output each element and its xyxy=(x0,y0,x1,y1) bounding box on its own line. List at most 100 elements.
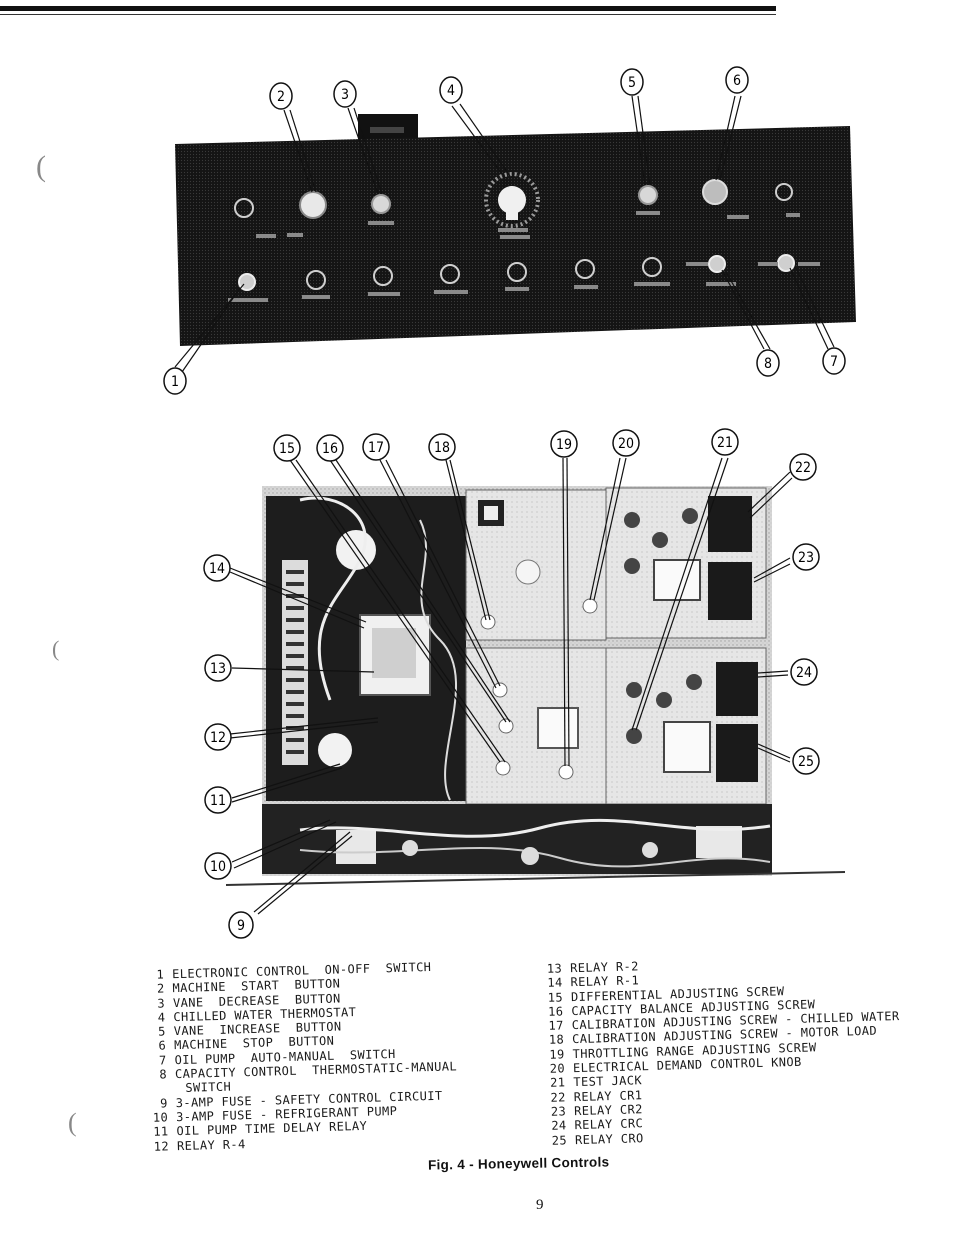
callout-label: 1 xyxy=(171,374,179,390)
label-mark xyxy=(287,233,303,237)
label-mark xyxy=(228,298,268,302)
capacity-control-switch xyxy=(708,255,726,273)
gauge-light xyxy=(642,257,662,277)
callout-label: 5 xyxy=(628,75,636,91)
label-mark xyxy=(302,295,330,299)
gauge-light xyxy=(575,259,595,279)
oil-pump-switch xyxy=(777,254,795,272)
callout-13: 13 xyxy=(204,654,232,682)
machine-light xyxy=(234,198,254,218)
callout-label: 21 xyxy=(717,435,733,451)
callout-3: 3 xyxy=(333,80,357,108)
internal-panel-photo xyxy=(225,486,846,886)
callout-label: 13 xyxy=(210,661,226,677)
callout-12: 12 xyxy=(204,723,232,751)
label-mark xyxy=(574,285,598,289)
label-mark xyxy=(500,235,530,239)
callout-label: 14 xyxy=(209,561,225,577)
callout-17: 17 xyxy=(362,433,390,461)
callout-4: 4 xyxy=(439,76,463,104)
callout-label: 3 xyxy=(341,87,349,103)
callout-label: 23 xyxy=(798,550,814,566)
callout-2: 2 xyxy=(269,82,293,110)
margin-mark: ( xyxy=(52,636,60,661)
label-mark xyxy=(727,215,749,219)
callout-9: 9 xyxy=(228,911,254,939)
callouts: 1 2 3 4 5 6 7 8 9 10 11 12 13 14 15 16 1… xyxy=(163,66,846,939)
callout-11: 11 xyxy=(204,786,232,814)
callout-label: 11 xyxy=(210,793,226,809)
callout-label: 25 xyxy=(798,754,814,770)
label-mark xyxy=(498,228,528,232)
vane-decrease-button xyxy=(371,194,391,214)
front-panel-photo xyxy=(175,114,856,346)
callout-label: 20 xyxy=(618,436,634,452)
margin-mark: ( xyxy=(68,1108,77,1137)
gauge-light xyxy=(507,262,527,282)
callout-22: 22 xyxy=(789,453,817,481)
label-mark xyxy=(686,262,708,266)
callout-20: 20 xyxy=(612,429,640,457)
label-mark xyxy=(634,282,670,286)
callout-25: 25 xyxy=(792,747,820,775)
callout-18: 18 xyxy=(428,433,456,461)
callout-label: 24 xyxy=(796,665,812,681)
gauge-light xyxy=(306,270,326,290)
callout-label: 7 xyxy=(830,354,838,370)
callout-5: 5 xyxy=(620,68,644,96)
vane-increase-button xyxy=(638,185,658,205)
callout-label: 17 xyxy=(368,440,384,456)
callout-10: 10 xyxy=(204,852,232,880)
callout-label: 10 xyxy=(210,859,226,875)
label-mark xyxy=(706,282,736,286)
label-mark xyxy=(368,221,394,225)
lower-leader-lines xyxy=(229,457,793,915)
label-mark xyxy=(256,234,276,238)
callout-label: 12 xyxy=(210,730,226,746)
label-mark xyxy=(505,287,529,291)
thermostat-pointer xyxy=(506,200,518,220)
callout-6: 6 xyxy=(725,66,749,94)
callout-label: 6 xyxy=(733,73,741,89)
top-rule-thin xyxy=(0,14,776,15)
margin-mark: ( xyxy=(36,150,46,183)
callout-16: 16 xyxy=(316,434,344,462)
callout-15: 15 xyxy=(273,434,301,462)
callout-label: 19 xyxy=(556,437,572,453)
callout-21: 21 xyxy=(711,428,739,456)
callout-19: 19 xyxy=(550,430,578,458)
machine-start-button xyxy=(299,191,327,219)
panel-tab-label xyxy=(370,127,404,133)
stop-light xyxy=(775,183,793,201)
callout-24: 24 xyxy=(790,658,818,686)
callout-label: 8 xyxy=(764,356,772,372)
label-mark xyxy=(798,262,820,266)
callout-1: 1 xyxy=(163,367,187,395)
callout-23: 23 xyxy=(792,543,820,571)
label-mark xyxy=(786,213,800,217)
gauge-light xyxy=(440,264,460,284)
callout-label: 15 xyxy=(279,441,295,457)
page-number: 9 xyxy=(536,1197,544,1213)
thermostat-dial xyxy=(484,172,540,228)
top-rule xyxy=(0,6,776,11)
gauge-light xyxy=(373,266,393,286)
figure-caption: Fig. 4 - Honeywell Controls xyxy=(427,1154,610,1173)
label-mark xyxy=(368,292,400,296)
callout-label: 22 xyxy=(795,460,811,476)
callout-8: 8 xyxy=(756,349,780,377)
callout-label: 9 xyxy=(237,918,245,934)
machine-stop-button xyxy=(702,179,728,205)
callout-7: 7 xyxy=(822,347,846,375)
upper-leader-lines xyxy=(174,95,835,373)
callout-label: 2 xyxy=(277,89,285,105)
label-mark xyxy=(758,262,778,266)
callout-label: 4 xyxy=(447,83,455,99)
callout-14: 14 xyxy=(203,554,231,582)
label-mark xyxy=(636,211,660,215)
callout-label: 16 xyxy=(322,441,338,457)
callout-label: 18 xyxy=(434,440,450,456)
